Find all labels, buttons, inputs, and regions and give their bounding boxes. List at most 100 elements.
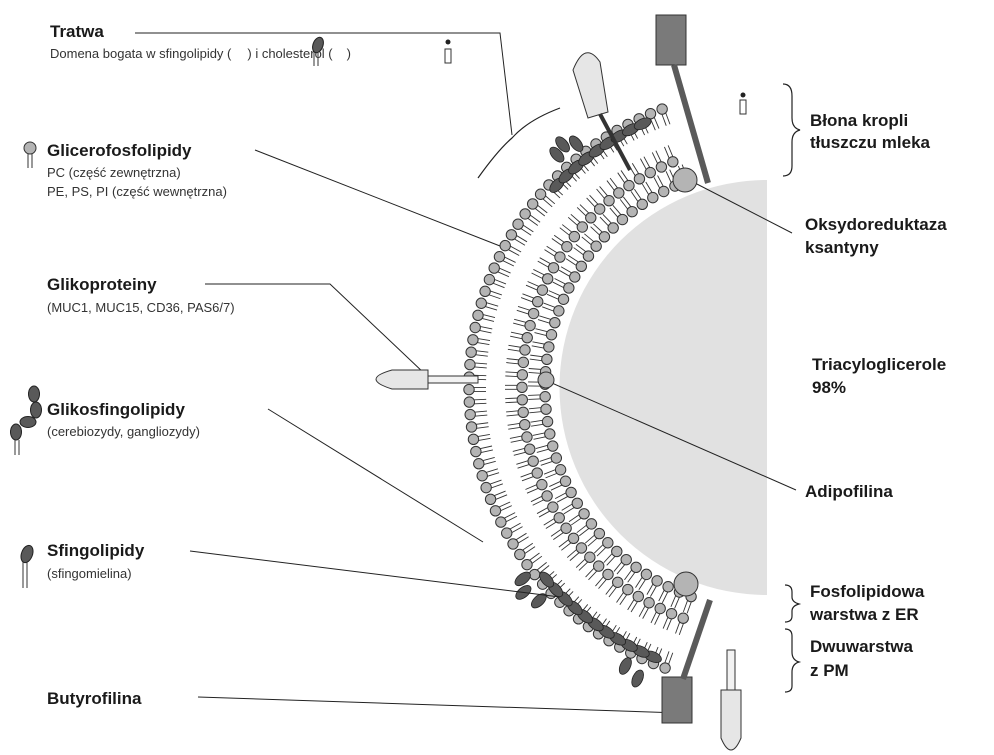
er-monolayer-lipid [585, 528, 604, 546]
leader-sfingolipidy [190, 551, 560, 597]
label-glikoproteiny-line1: (MUC1, MUC15, CD36, PAS6/7) [47, 300, 235, 315]
er-monolayer-lipid [533, 429, 555, 440]
glycosphingolipid-glycan [629, 668, 645, 689]
pm-inner-leaflet-lipid [516, 456, 538, 468]
pm-inner-leaflet-lipid [567, 543, 586, 561]
leader-glikosfingolipidy [268, 409, 483, 542]
er-monolayer-lipid [610, 205, 628, 224]
er-monolayer-lipid [534, 329, 556, 340]
pm-outer-leaflet-lipid [466, 422, 488, 432]
label-glicerofosfolipidy-line2: PE, PS, PI (część wewnętrzna) [47, 184, 227, 199]
er-monolayer-lipid [540, 453, 562, 465]
brace-tratwa [478, 108, 560, 178]
leader-butyrofilina [198, 697, 680, 713]
brace-fosfolipidowa [785, 585, 799, 622]
sphingolipid-icon [19, 544, 35, 588]
xanthine-oxidoreductase [673, 168, 697, 192]
butyrophilin-top [656, 15, 708, 183]
xanthine-oxidoreductase-bottom [674, 572, 698, 596]
pm-inner-leaflet-lipid [597, 186, 615, 205]
pm-outer-leaflet-lipid [470, 322, 492, 333]
pm-inner-leaflet-lipid [526, 282, 548, 296]
pm-outer-leaflet-lipid [485, 491, 507, 504]
triacylglycerol-core [560, 180, 768, 595]
pm-outer-leaflet-lipid [466, 347, 488, 357]
pm-inner-leaflet-lipid [587, 195, 605, 214]
er-monolayer-lipid [530, 354, 552, 364]
label-fosfolipidowa-line1: Fosfolipidowa [810, 582, 925, 601]
pm-inner-leaflet-lipid [513, 444, 535, 455]
pm-inner-leaflet-lipid [510, 332, 532, 343]
label-oksydoreduktaza-line2: ksantyny [805, 238, 879, 257]
label-sfingolipidy-line1: (sfingomielina) [47, 566, 132, 581]
brace-blona [783, 84, 800, 176]
er-monolayer-lipid [542, 303, 564, 316]
pm-outer-leaflet-lipid [477, 469, 499, 481]
label-triacyloglicerole-line2: 98% [812, 378, 846, 397]
er-monolayer-lipid [547, 291, 569, 305]
pm-outer-leaflet-lipid [468, 434, 490, 444]
label-tratwa-title: Tratwa [50, 22, 104, 41]
er-monolayer-lipid [529, 404, 551, 414]
er-monolayer-lipid [536, 441, 558, 453]
er-monolayer-lipid [582, 234, 602, 252]
pm-inner-leaflet-lipid [510, 432, 532, 443]
pm-inner-leaflet-lipid [517, 306, 539, 318]
pm-outer-leaflet-lipid [464, 384, 486, 394]
adipophilin-shape [538, 372, 554, 388]
pm-outer-leaflet-lipid [657, 104, 670, 126]
pm-outer-leaflet-lipid [471, 446, 493, 457]
label-adipofilina: Adipofilina [805, 482, 893, 501]
er-monolayer-lipid [591, 224, 610, 242]
label-blona-line2: tłuszczu mleka [810, 133, 931, 152]
pm-inner-leaflet-lipid [586, 561, 604, 580]
er-monolayer-lipid [544, 465, 566, 478]
pm-outer-leaflet-lipid [464, 397, 486, 407]
pm-inner-leaflet-lipid [505, 395, 527, 405]
er-monolayer-lipid [577, 519, 597, 536]
glycoprotein-left [376, 370, 478, 389]
label-glicerofosfolipidy-line1: PC (część zewnętrzna) [47, 165, 181, 180]
pm-inner-leaflet-lipid [676, 613, 689, 635]
pm-inner-leaflet-lipid [508, 419, 530, 429]
label-tratwa-sub: Domena bogata w sfingolipidy () i choles… [50, 46, 351, 61]
leader-glikoproteiny [205, 284, 425, 374]
pm-outer-leaflet-lipid [484, 274, 506, 287]
pm-outer-leaflet-lipid [465, 409, 487, 419]
glycosphingolipid-glycan [617, 656, 634, 677]
pm-inner-leaflet-lipid [664, 145, 678, 167]
pm-inner-leaflet-lipid [576, 552, 595, 570]
er-monolayer-lipid [538, 316, 560, 328]
glycoprotein-bottom [721, 650, 741, 750]
label-blona-line1: Błona kropli [810, 111, 908, 130]
pm-outer-leaflet-lipid [474, 457, 496, 468]
pm-outer-leaflet-lipid [473, 310, 495, 321]
tratwa-inline-cholesterol-icon [445, 40, 451, 64]
er-monolayer-lipid [528, 392, 550, 402]
glycerophospholipid-icon [24, 142, 36, 168]
pm-inner-leaflet-lipid [577, 205, 596, 223]
pm-outer-leaflet-lipid [489, 263, 511, 277]
er-monolayer-lipid [614, 554, 632, 574]
pm-inner-leaflet-lipid [506, 357, 528, 367]
leader-glicerofosfolipidy [255, 150, 500, 246]
pm-outer-leaflet-lipid [465, 359, 487, 369]
pm-inner-leaflet-lipid [568, 214, 587, 232]
pm-outer-leaflet-lipid [476, 298, 498, 310]
label-glicerofosfolipidy-title: Glicerofosfolipidy [47, 141, 192, 160]
label-butyrofilina-title: Butyrofilina [47, 689, 142, 708]
er-monolayer-lipid [600, 214, 618, 233]
cholesterol-mark [740, 93, 746, 115]
pm-inner-leaflet-lipid [525, 479, 547, 493]
brace-dwuwarstwa [785, 629, 799, 692]
pm-outer-leaflet-lipid [480, 286, 502, 299]
label-glikoproteiny-title: Glikoproteiny [47, 275, 157, 294]
er-monolayer-lipid [604, 546, 622, 565]
label-triacyloglicerole-line1: Triacyloglicerole [812, 355, 946, 374]
label-sfingolipidy-title: Sfingolipidy [47, 541, 145, 560]
er-monolayer-lipid [594, 538, 613, 556]
pm-outer-leaflet-lipid [468, 335, 490, 345]
pm-inner-leaflet-lipid [560, 225, 580, 242]
pm-inner-leaflet-lipid [663, 608, 677, 630]
